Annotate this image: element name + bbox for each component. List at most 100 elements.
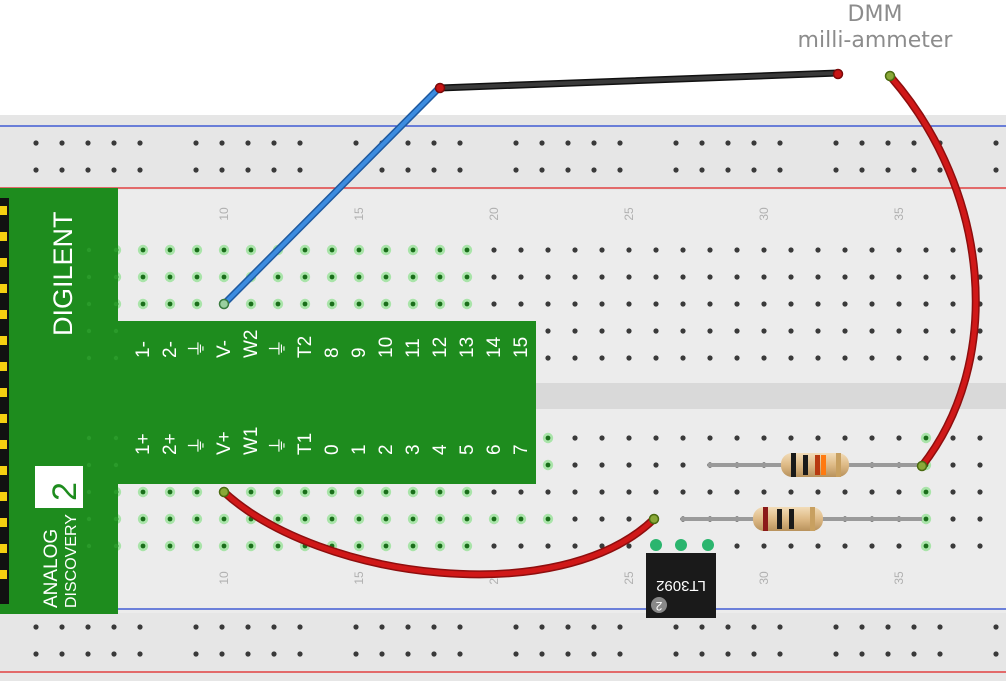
rail-hole bbox=[859, 140, 865, 146]
rail-hole bbox=[885, 140, 891, 146]
pin-label: 6 bbox=[484, 444, 505, 455]
rail-hole bbox=[673, 140, 679, 146]
rail-hole bbox=[271, 167, 277, 173]
grid-hole bbox=[194, 301, 200, 307]
grid-hole bbox=[437, 489, 443, 495]
rail-hole bbox=[513, 167, 519, 173]
grid-hole bbox=[788, 274, 794, 280]
rail-hole bbox=[33, 624, 39, 630]
grid-hole bbox=[626, 489, 632, 495]
grid-hole bbox=[815, 489, 821, 495]
rail-hole bbox=[111, 167, 117, 173]
analog-discovery-device: DIGILENT 2 ANALOG DISCOVERY 1-2-⏚V-W2⏚T2… bbox=[0, 188, 536, 614]
grid-hole bbox=[707, 328, 713, 334]
grid-hole bbox=[707, 274, 713, 280]
grid-hole bbox=[950, 516, 956, 522]
grid-hole bbox=[248, 543, 254, 549]
rail-hole bbox=[993, 140, 999, 146]
rail-hole bbox=[193, 140, 199, 146]
grid-hole bbox=[653, 462, 659, 468]
grid-hole bbox=[383, 274, 389, 280]
rail-hole bbox=[137, 651, 143, 657]
pin-label: 1- bbox=[133, 341, 154, 358]
grid-hole bbox=[761, 543, 767, 549]
resistor-1 bbox=[781, 453, 849, 477]
grid-hole bbox=[761, 489, 767, 495]
pin-label: 9 bbox=[349, 347, 370, 358]
grid-hole bbox=[491, 516, 497, 522]
grid-hole bbox=[950, 274, 956, 280]
rail-hole bbox=[379, 651, 385, 657]
rail-hole bbox=[751, 140, 757, 146]
device-hole bbox=[86, 355, 92, 361]
grid-hole bbox=[545, 489, 551, 495]
device-hole bbox=[113, 543, 119, 549]
rail-hole bbox=[219, 140, 225, 146]
grid-hole bbox=[950, 301, 956, 307]
device-hole bbox=[86, 435, 92, 441]
rail-hole bbox=[911, 167, 917, 173]
grid-hole bbox=[140, 274, 146, 280]
grid-hole bbox=[896, 247, 902, 253]
grid-hole bbox=[599, 489, 605, 495]
grid-hole bbox=[491, 489, 497, 495]
meter-label: DMM milli-ammeter bbox=[745, 2, 1005, 54]
rail-hole bbox=[59, 651, 65, 657]
rail-hole bbox=[457, 651, 463, 657]
pin-label: 4 bbox=[430, 444, 451, 455]
rail-hole bbox=[699, 167, 705, 173]
grid-hole bbox=[599, 247, 605, 253]
grid-hole bbox=[491, 301, 497, 307]
column-number: 30 bbox=[757, 207, 771, 221]
grid-hole bbox=[194, 247, 200, 253]
rail-hole bbox=[777, 624, 783, 630]
column-number: 35 bbox=[892, 571, 906, 585]
rail-hole bbox=[539, 651, 545, 657]
rail-hole bbox=[85, 651, 91, 657]
connector-pins bbox=[0, 206, 7, 579]
pin-label: 2- bbox=[160, 341, 181, 358]
rail-hole bbox=[565, 651, 571, 657]
grid-hole bbox=[734, 489, 740, 495]
pin-label: T2 bbox=[295, 336, 316, 358]
rail-hole bbox=[405, 624, 411, 630]
pin-label: V- bbox=[214, 340, 235, 358]
rail-hole bbox=[885, 651, 891, 657]
rail-hole bbox=[297, 624, 303, 630]
grid-hole bbox=[788, 247, 794, 253]
rail-hole bbox=[33, 167, 39, 173]
grid-hole bbox=[383, 301, 389, 307]
grid-hole bbox=[140, 301, 146, 307]
grid-hole bbox=[707, 489, 713, 495]
grid-hole bbox=[869, 489, 875, 495]
grid-hole bbox=[680, 328, 686, 334]
rail-hole bbox=[617, 140, 623, 146]
grid-hole bbox=[599, 435, 605, 441]
pin-label: 11 bbox=[403, 338, 424, 358]
grid-hole bbox=[626, 516, 632, 522]
grid-hole bbox=[734, 328, 740, 334]
grid-hole bbox=[491, 247, 497, 253]
chip-label: LT3092 bbox=[656, 577, 706, 594]
rail-hole bbox=[911, 651, 917, 657]
rail-hole bbox=[937, 167, 943, 173]
rail-hole bbox=[297, 651, 303, 657]
grid-hole bbox=[545, 328, 551, 334]
device-hole bbox=[86, 328, 92, 334]
grid-hole bbox=[734, 355, 740, 361]
grid-hole bbox=[572, 462, 578, 468]
grid-hole bbox=[545, 435, 551, 441]
rail-hole bbox=[379, 167, 385, 173]
grid-hole bbox=[761, 274, 767, 280]
rail-hole bbox=[137, 624, 143, 630]
grid-hole bbox=[788, 328, 794, 334]
grid-hole bbox=[653, 435, 659, 441]
rail-hole bbox=[673, 624, 679, 630]
rail-hole bbox=[833, 624, 839, 630]
meter-label-line1: DMM bbox=[847, 2, 903, 27]
grid-hole bbox=[356, 274, 362, 280]
rail-hole bbox=[911, 624, 917, 630]
rail-hole bbox=[777, 167, 783, 173]
connector-pin bbox=[0, 492, 7, 501]
grid-hole bbox=[410, 516, 416, 522]
